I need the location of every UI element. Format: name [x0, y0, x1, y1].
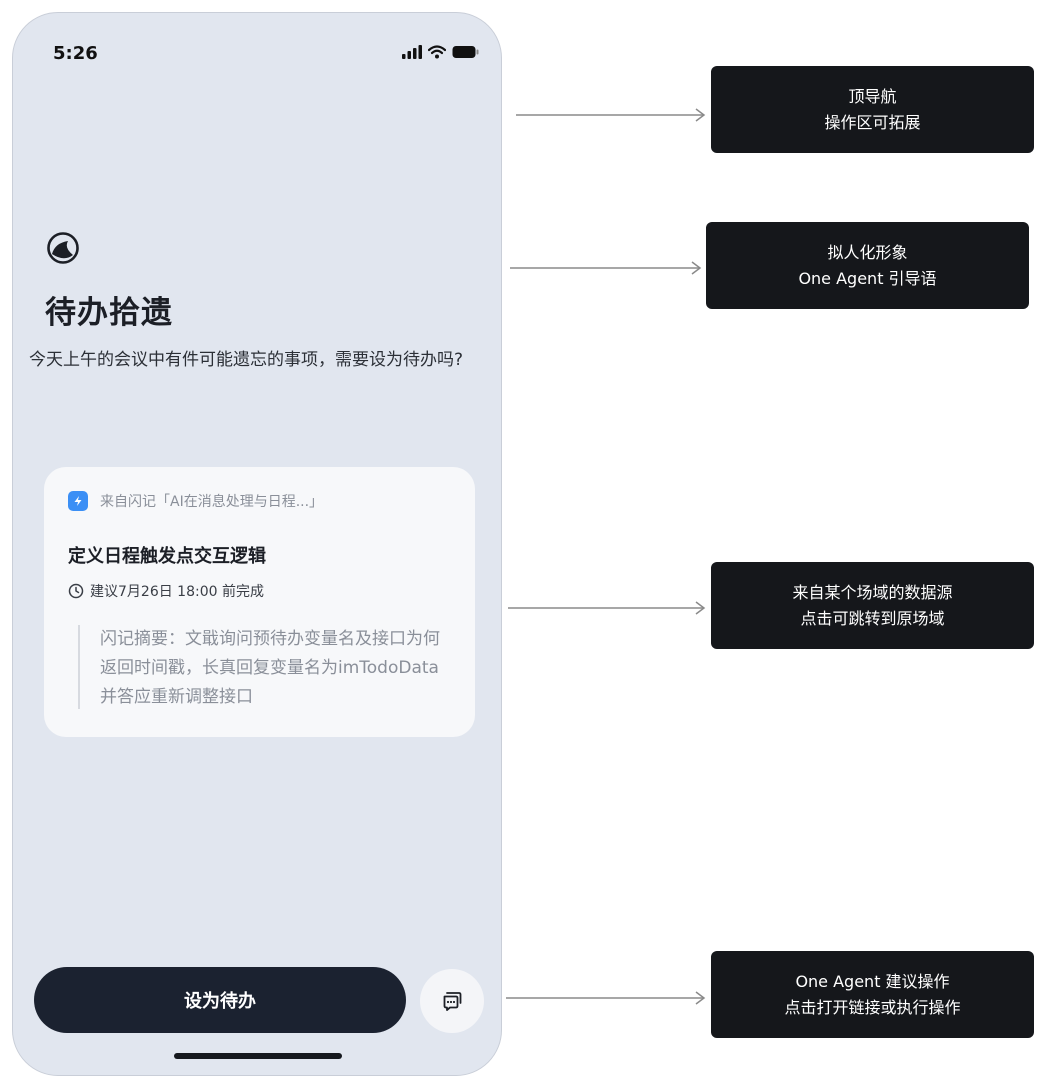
agent-title: 待办拾遗	[45, 295, 173, 331]
annotation-line: 操作区可拓展	[824, 112, 921, 132]
status-time: 5:26	[53, 43, 98, 64]
note-summary: 闪记摘要：文戢询问预待办变量名及接口为何返回时间戳，长真回复变量名为imTodo…	[78, 625, 448, 709]
source-link[interactable]: 来自闪记「AI在消息处理与日程...」	[68, 491, 323, 511]
annotation-line: 拟人化形象	[827, 242, 908, 262]
phone-screen: 5:26 待办拾遗 今天上午的会议中有件可能遗忘的事项，需要设为待办吗?	[12, 12, 502, 1076]
annotation-arrow	[516, 108, 706, 122]
deadline-row: 建议7月26日 18:00 前完成	[68, 581, 264, 601]
battery-icon	[452, 46, 479, 58]
annotation-line: 点击打开链接或执行操作	[784, 997, 961, 1017]
set-todo-button[interactable]: 设为待办	[34, 967, 406, 1033]
annotation-line: 来自某个场域的数据源	[792, 582, 953, 602]
source-label: 来自闪记「AI在消息处理与日程...」	[100, 494, 324, 510]
clock-icon	[68, 583, 84, 599]
annotation-agent: 拟人化形象 One Agent 引导语	[706, 222, 1029, 309]
agent-message: 今天上午的会议中有件可能遗忘的事项，需要设为待办吗?	[29, 350, 464, 370]
flash-note-icon	[68, 491, 88, 511]
signal-icon	[402, 45, 422, 59]
annotation-line: 顶导航	[848, 86, 897, 106]
home-indicator	[174, 1053, 342, 1059]
annotation-line: One Agent 建议操作	[795, 971, 950, 991]
annotation-line: One Agent 引导语	[798, 268, 937, 288]
chat-button[interactable]	[420, 969, 484, 1033]
annotation-data-source: 来自某个场域的数据源 点击可跳转到原场域	[711, 562, 1034, 649]
annotation-line: 点击可跳转到原场域	[800, 608, 945, 628]
annotation-arrow	[506, 991, 706, 1005]
todo-title: 定义日程触发点交互逻辑	[68, 546, 266, 567]
annotation-actions: One Agent 建议操作 点击打开链接或执行操作	[711, 951, 1034, 1038]
status-icons	[402, 45, 479, 59]
annotation-top-nav: 顶导航 操作区可拓展	[711, 66, 1034, 153]
wifi-icon	[428, 45, 446, 59]
annotation-arrow	[510, 261, 702, 275]
todo-card[interactable]: 来自闪记「AI在消息处理与日程...」 定义日程触发点交互逻辑 建议7月26日 …	[44, 467, 475, 737]
chat-icon	[443, 992, 462, 1011]
deadline-text: 建议7月26日 18:00 前完成	[90, 584, 264, 600]
annotation-arrow	[508, 601, 706, 615]
agent-avatar-icon	[47, 232, 79, 264]
